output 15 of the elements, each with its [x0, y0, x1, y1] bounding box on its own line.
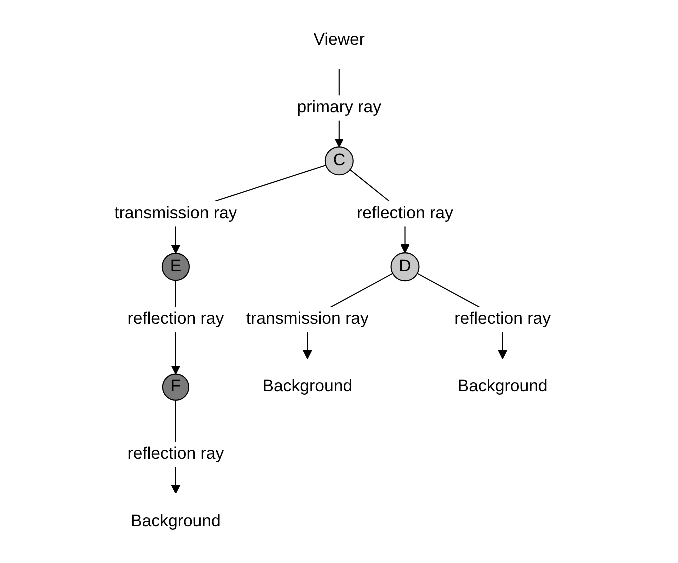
edge-label: transmission ray: [246, 310, 369, 328]
node-text: Background: [262, 378, 352, 396]
edge-label: reflection ray: [356, 204, 454, 223]
node-circle: D: [390, 252, 420, 282]
edge-label: primary ray: [296, 98, 382, 117]
node-text: Background: [457, 378, 548, 396]
node-circle: C: [324, 146, 354, 176]
node-circle: E: [162, 253, 190, 282]
edge-label: reflection ray: [127, 310, 224, 328]
node-text: Viewer: [313, 31, 365, 50]
node-text: Background: [130, 512, 221, 531]
edge-label: reflection ray: [454, 310, 551, 328]
edge-label: reflection ray: [127, 445, 224, 464]
edge-label: transmission ray: [114, 204, 237, 223]
node-circle: F: [162, 374, 190, 401]
